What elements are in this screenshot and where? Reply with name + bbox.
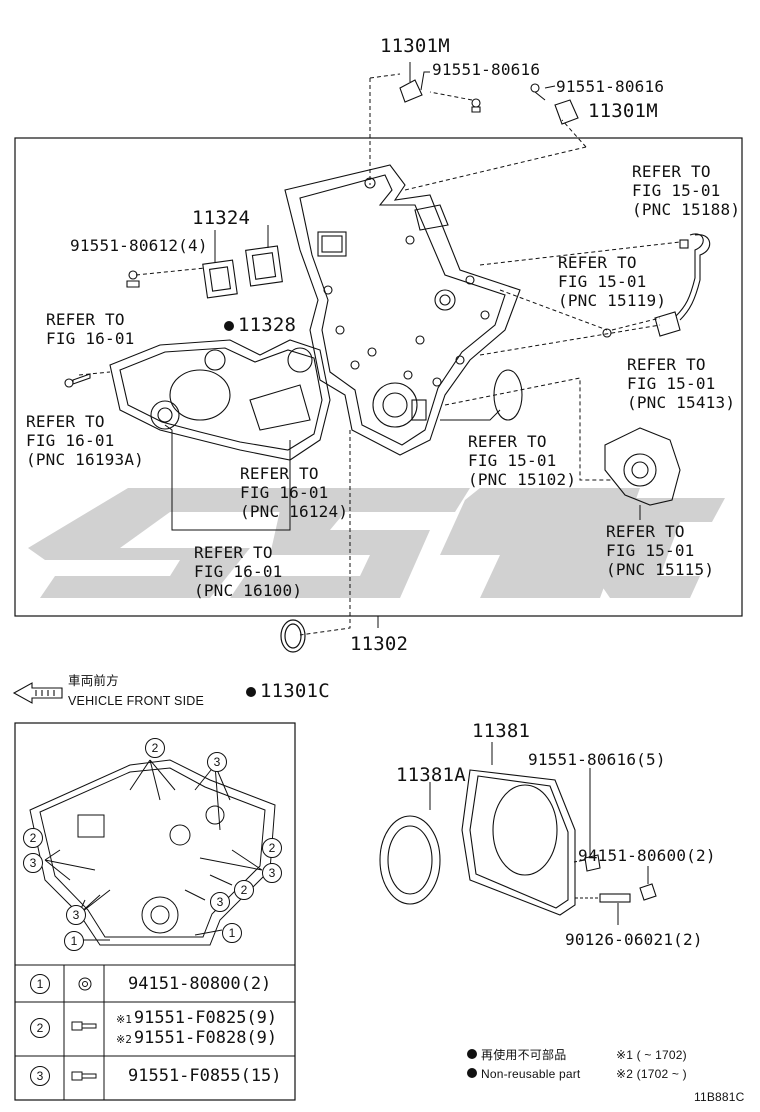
ref-pnc-16100: REFER TO FIG 16-01 (PNC 16100) [194, 543, 303, 600]
inset-callout-3: 3 [207, 752, 227, 772]
inset-callout-3: 3 [210, 892, 230, 912]
part-91551-80616-5: 91551-80616(5) [528, 750, 666, 769]
table-row-3-num: 3 [30, 1066, 50, 1086]
inset-callout-3: 3 [262, 863, 282, 883]
table-row-2-num: 2 [30, 1018, 50, 1038]
inset-callout-2: 2 [145, 738, 165, 758]
table-row-3-part: 91551-F0855(15) [128, 1066, 282, 1086]
rear-plate-11381 [379, 769, 657, 916]
ref-pnc-15413: REFER TO FIG 15-01 (PNC 15413) [627, 355, 736, 412]
ref-pnc-15115: REFER TO FIG 15-01 (PNC 15115) [606, 522, 715, 579]
part-11324: 11324 [192, 207, 251, 229]
inset-callout-1: 1 [64, 931, 84, 951]
part-11328: 11328 [224, 314, 296, 336]
part-11301c: 11301C [246, 680, 330, 702]
vehicle-front-jp: 車両前方 [68, 674, 119, 688]
water-pump-assembly [64, 245, 331, 461]
footnote-note-1: ※1 ( ~ 1702) [616, 1048, 687, 1062]
inset-callout-3: 3 [66, 905, 86, 925]
table-row-1-num: 1 [30, 974, 50, 994]
inset-callout-2: 2 [234, 880, 254, 900]
inset-callout-2: 2 [23, 828, 43, 848]
part-11302: 11302 [350, 633, 409, 655]
footnote-non-reusable-en: Non-reusable part [467, 1067, 580, 1081]
part-11381a: 11381A [396, 764, 466, 786]
leader-lines [78, 62, 681, 636]
part-11301m-right: 11301M [588, 100, 658, 122]
part-91551-80616-b: 91551-80616 [556, 77, 665, 96]
rear-leaders [429, 742, 649, 925]
part-91551-80612: 91551-80612(4) [70, 236, 208, 255]
ref-pnc-16193a: REFER TO FIG 16-01 (PNC 16193A) [26, 412, 144, 469]
ref-pnc-15188: REFER TO FIG 15-01 (PNC 15188) [632, 162, 741, 219]
top-parts [399, 79, 579, 125]
part-94151-80600: 94151-80600(2) [578, 846, 716, 865]
table-row-1-part: 94151-80800(2) [128, 974, 272, 994]
vehicle-front-en: VEHICLE FRONT SIDE [68, 694, 205, 708]
footnote-note-2: ※2 (1702 ~ ) [616, 1067, 687, 1081]
table-fastener-icons [71, 977, 97, 1081]
part-11301m-top: 11301M [380, 35, 450, 57]
crank-seal-11301c [280, 619, 306, 653]
ref-pnc-15119: REFER TO FIG 15-01 (PNC 15119) [558, 253, 667, 310]
inset-callout-1: 1 [222, 923, 242, 943]
inset-callout-3: 3 [23, 853, 43, 873]
inset-frame [14, 722, 296, 1101]
timing-cover [284, 164, 521, 456]
ref-pnc-15102: REFER TO FIG 15-01 (PNC 15102) [468, 432, 577, 489]
ref-fig-16-01: REFER TO FIG 16-01 [46, 310, 135, 348]
figure-code: 11B881C [694, 1090, 745, 1104]
part-90126-06021: 90126-06021(2) [565, 930, 703, 949]
oil-pump-assembly [493, 233, 711, 506]
footnote-non-reusable-jp: 再使用不可部品 [467, 1048, 566, 1062]
part-11381: 11381 [472, 720, 531, 742]
ref-pnc-16124: REFER TO FIG 16-01 (PNC 16124) [240, 464, 349, 521]
vehicle-front-arrow [12, 682, 63, 704]
inset-callout-2: 2 [262, 838, 282, 858]
part-91551-80616-a: 91551-80616 [432, 60, 541, 79]
